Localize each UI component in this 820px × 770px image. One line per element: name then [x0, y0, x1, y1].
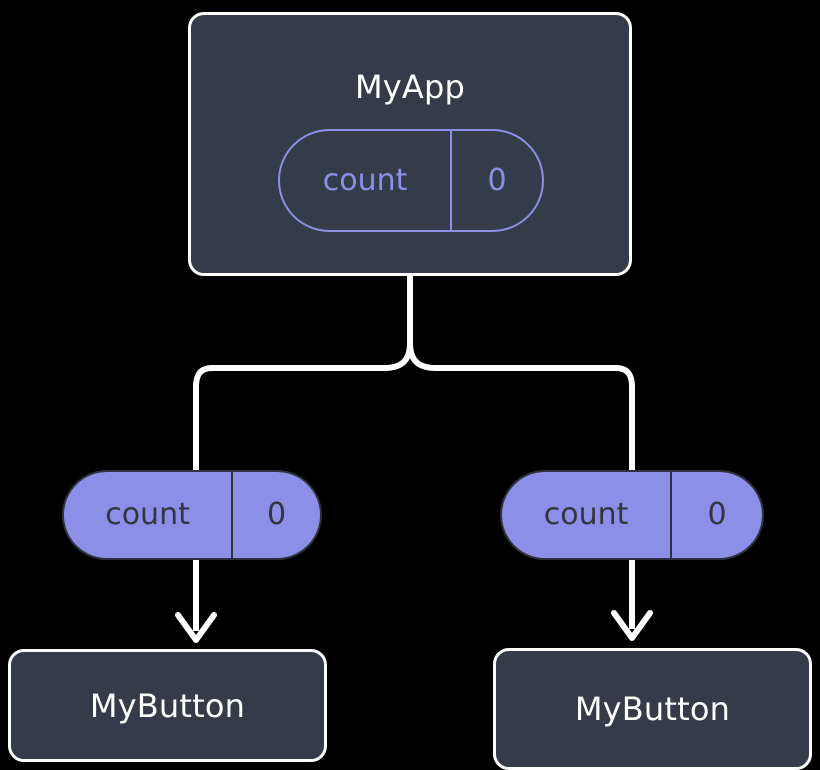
state-pill-branch-left[interactable]: count 0 — [62, 470, 322, 560]
state-pill-value: 0 — [450, 131, 542, 230]
widget-node-mybutton-left[interactable]: MyButton — [8, 649, 327, 762]
widget-title: MyApp — [354, 68, 466, 106]
state-pill-value: 0 — [670, 472, 762, 558]
state-pill-key: count — [322, 162, 408, 198]
arrow-left-head-icon — [175, 612, 217, 643]
state-pill-value: 0 — [231, 472, 320, 558]
state-pill-key: count — [543, 497, 629, 532]
widget-title: MyButton — [89, 686, 246, 725]
widget-node-mybutton-right[interactable]: MyButton — [493, 648, 812, 770]
state-pill-branch-right[interactable]: count 0 — [500, 470, 764, 560]
connector-branch-right — [407, 340, 635, 473]
widget-title: MyButton — [574, 690, 731, 728]
connector-branch-left — [193, 340, 413, 473]
state-pill-root[interactable]: count 0 — [278, 129, 544, 232]
state-pill-key: count — [105, 497, 190, 532]
arrow-right-head-icon — [611, 610, 653, 641]
